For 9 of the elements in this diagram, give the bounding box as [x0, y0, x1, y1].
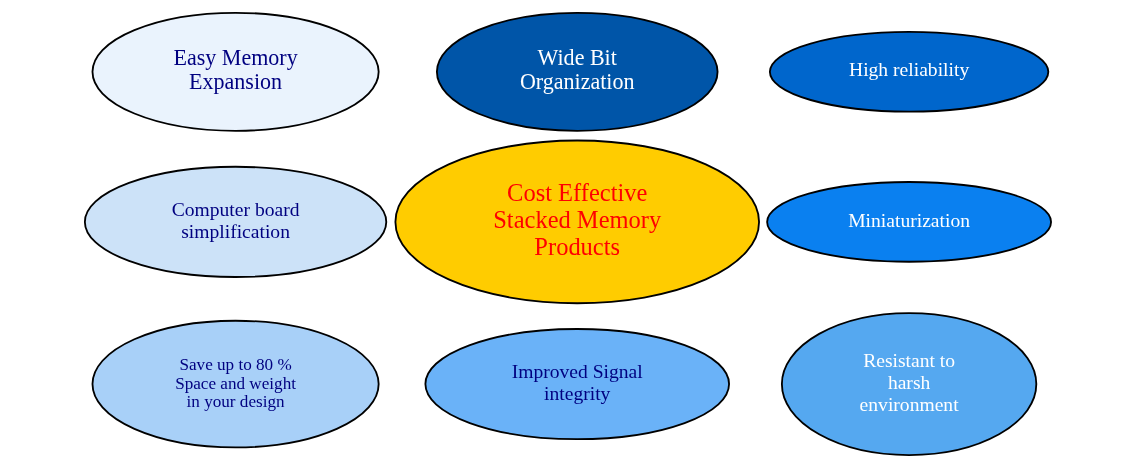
- node-ellipse: Easy Memory Expansion: [91, 11, 380, 132]
- node-ellipse: High reliability: [768, 31, 1049, 113]
- node-ellipse: Miniaturization: [765, 181, 1052, 263]
- node-ellipse: Computer board simplification: [83, 165, 387, 278]
- node-ellipse: Resistant to harsh environment: [780, 312, 1037, 456]
- node-ellipse: Cost Effective Stacked Memory Products: [394, 139, 760, 305]
- node-ellipse: Improved Signal integrity: [423, 328, 730, 441]
- node-ellipse: Save up to 80 % Space and weight in your design: [91, 319, 380, 449]
- node-ellipse: Wide Bit Organization: [435, 11, 718, 132]
